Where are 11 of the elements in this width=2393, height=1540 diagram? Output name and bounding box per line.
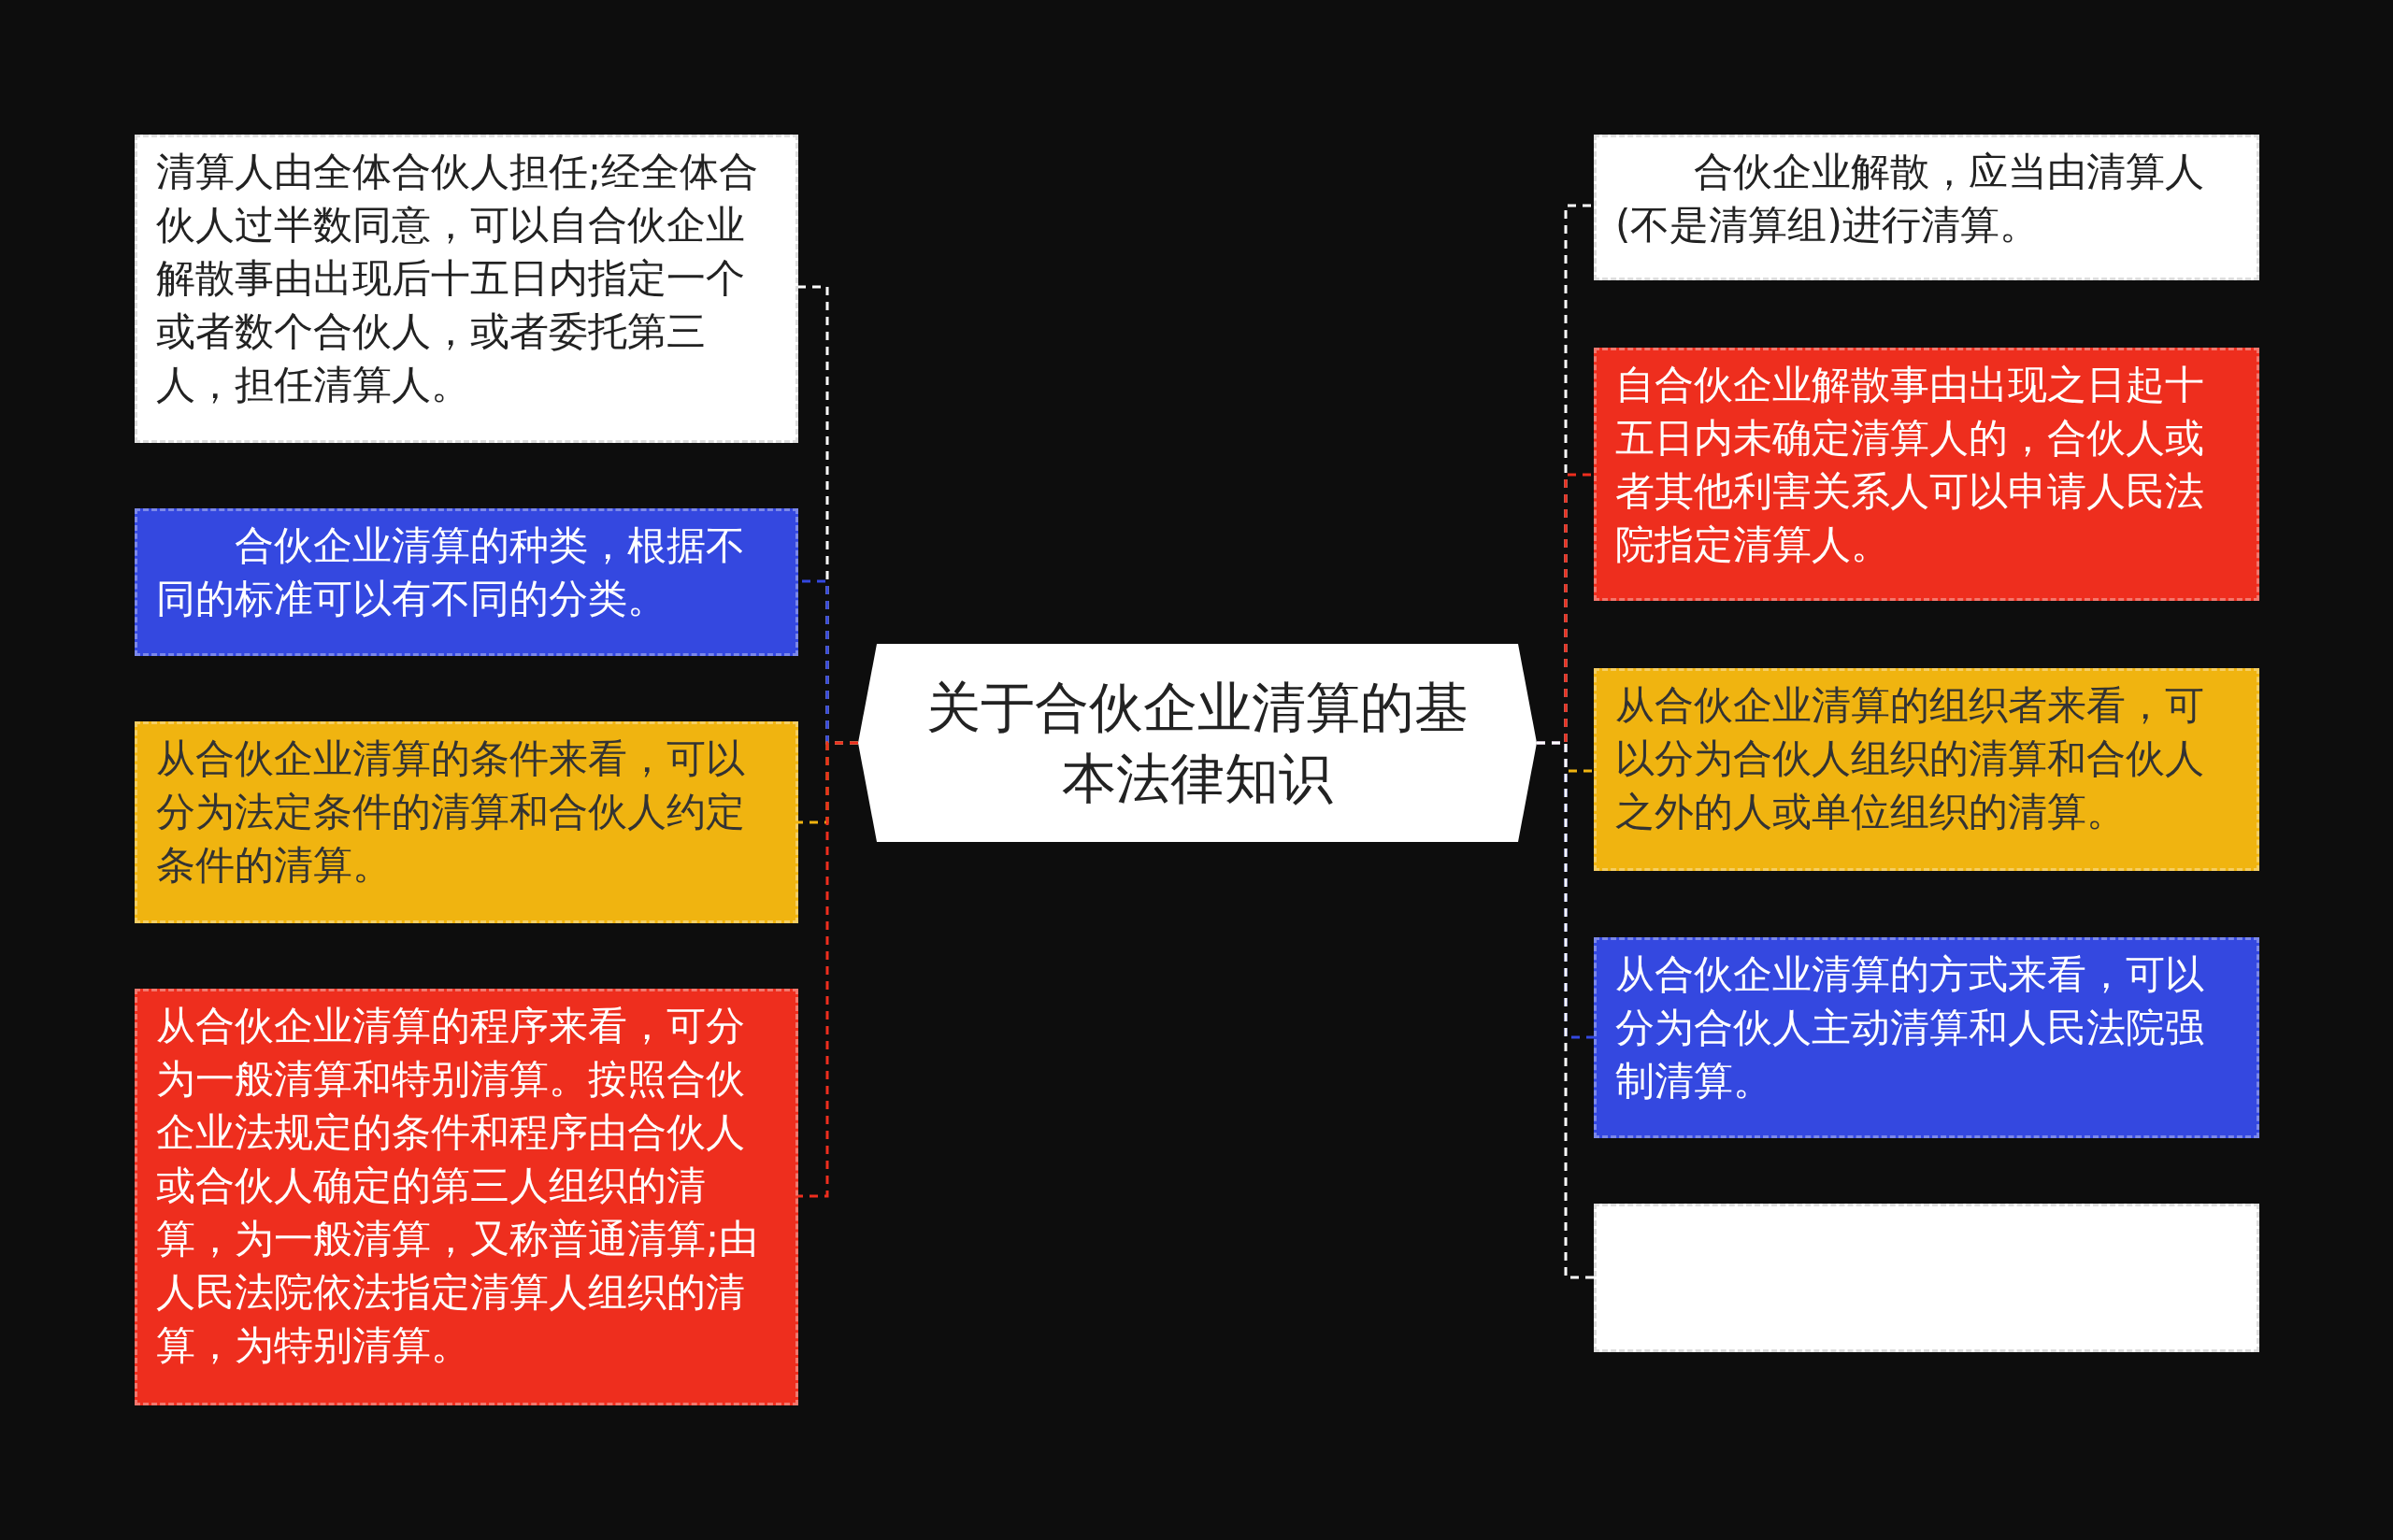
text-box: 清算人由全体合伙人担任;经全体合伙人过半数同意，可以自合伙企业解散事由出现后十五日内指定一个或者数个合伙人，或者委托第三人，担任清算人。 bbox=[135, 135, 798, 443]
text-box: 合伙企业解散，应当由清算人(不是清算组)进行清算。 bbox=[1594, 135, 2259, 280]
connector-line bbox=[798, 741, 858, 1198]
text-box: 自合伙企业解散事由出现之日起十五日内未确定清算人的，合伙人或者其他利害关系人可以申请人民法院指定清算人。 bbox=[1594, 348, 2259, 601]
text-box: 从合伙企业清算的程序来看，可分为一般清算和特别清算。按照合伙企业法规定的条件和程序由合伙人或合伙人确定的第三人组织的清算，为一般清算，又称普通清算;由人民法院依法指定清算人组织的清算，为特别清算。 bbox=[135, 989, 798, 1405]
connector-line bbox=[1537, 741, 1594, 1279]
text-box: 从合伙企业清算的组织者来看，可以分为合伙人组织的清算和合伙人之外的人或单位组织的清算。 bbox=[1594, 668, 2259, 871]
text-box: 从合伙企业清算的条件来看，可以分为法定条件的清算和合伙人约定条件的清算。 bbox=[135, 721, 798, 923]
text-box: 合伙企业清算的种类，根据不同的标准可以有不同的分类。 bbox=[135, 508, 798, 656]
empty-box bbox=[1594, 1204, 2259, 1352]
text-box: 从合伙企业清算的方式来看，可以分为合伙人主动清算和人民法院强制清算。 bbox=[1594, 937, 2259, 1138]
